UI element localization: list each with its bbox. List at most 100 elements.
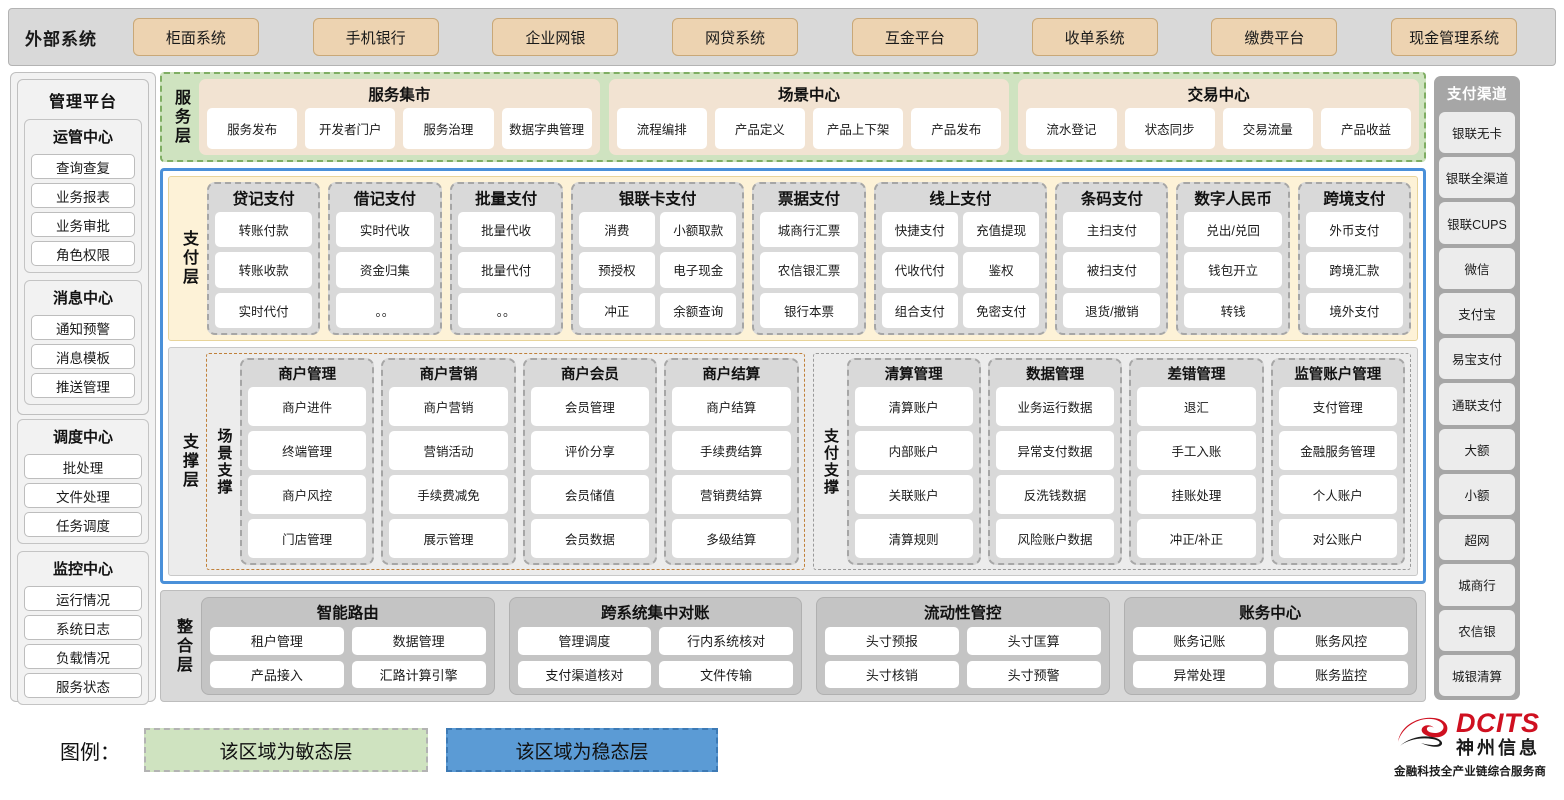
payment-item[interactable]: 充值提现	[962, 212, 1040, 248]
integration-item[interactable]: 异常处理	[1132, 660, 1267, 688]
integration-item[interactable]: 行内系统核对	[659, 627, 793, 655]
support-item[interactable]: 冲正/补正	[1137, 519, 1256, 558]
payment-item[interactable]: 组合支付	[881, 292, 958, 328]
payment-channel-item[interactable]: 支付宝	[1439, 292, 1515, 335]
service-item[interactable]: 服务治理	[403, 108, 494, 149]
payment-item[interactable]: 资金归集	[336, 252, 434, 288]
support-item[interactable]: 商户风控	[248, 475, 367, 514]
service-item[interactable]: 数据字典管理	[501, 108, 592, 149]
support-item[interactable]: 风险账户数据	[995, 519, 1115, 558]
service-item[interactable]: 产品定义	[714, 108, 806, 149]
integration-item[interactable]: 产品接入	[210, 660, 344, 688]
mgmt-item[interactable]: 通知预警	[31, 315, 135, 340]
external-system-item[interactable]: 缴费平台	[1211, 18, 1338, 56]
external-system-item[interactable]: 现金管理系统	[1391, 18, 1518, 56]
mgmt-item[interactable]: 角色权限	[31, 241, 135, 266]
payment-item[interactable]: 。。	[336, 292, 434, 328]
mgmt-item[interactable]: 运行情况	[24, 586, 142, 611]
integration-item[interactable]: 头寸核销	[825, 660, 959, 688]
payment-item[interactable]: 小额取款	[660, 212, 737, 248]
integration-item[interactable]: 头寸匡算	[966, 627, 1101, 655]
mgmt-item[interactable]: 任务调度	[24, 512, 142, 537]
payment-item[interactable]: 代收代付	[881, 252, 958, 288]
payment-item[interactable]: 农信银汇票	[760, 252, 858, 288]
service-item[interactable]: 状态同步	[1124, 108, 1215, 149]
support-item[interactable]: 终端管理	[248, 431, 367, 470]
support-item[interactable]: 退汇	[1137, 387, 1256, 426]
support-item[interactable]: 会员管理	[530, 387, 650, 426]
service-item[interactable]: 产品发布	[911, 108, 1002, 149]
support-item[interactable]: 手工入账	[1137, 431, 1256, 470]
support-item[interactable]: 支付管理	[1278, 387, 1397, 426]
support-item[interactable]: 营销费结算	[672, 475, 791, 514]
mgmt-item[interactable]: 推送管理	[31, 373, 135, 398]
payment-item[interactable]: 消费	[578, 212, 656, 248]
mgmt-item[interactable]: 批处理	[24, 454, 142, 479]
mgmt-item[interactable]: 业务审批	[31, 212, 135, 237]
payment-item[interactable]: 鉴权	[962, 252, 1040, 288]
payment-channel-item[interactable]: 小额	[1439, 473, 1515, 516]
support-item[interactable]: 挂账处理	[1137, 475, 1256, 514]
payment-channel-item[interactable]: 城银清算	[1439, 654, 1515, 697]
service-item[interactable]: 产品收益	[1320, 108, 1412, 149]
payment-channel-item[interactable]: 银联无卡	[1439, 112, 1515, 154]
mgmt-item[interactable]: 负载情况	[24, 644, 142, 669]
payment-item[interactable]: 钱包开立	[1184, 252, 1282, 288]
payment-item[interactable]: 境外支付	[1305, 292, 1404, 328]
payment-item[interactable]: 银行本票	[760, 292, 858, 328]
payment-channel-item[interactable]: 银联CUPS	[1439, 202, 1515, 244]
support-item[interactable]: 清算账户	[854, 387, 973, 426]
integration-item[interactable]: 租户管理	[210, 627, 344, 655]
mgmt-item[interactable]: 服务状态	[24, 673, 142, 698]
payment-item[interactable]: 主扫支付	[1063, 212, 1161, 248]
payment-item[interactable]: 退货/撤销	[1063, 292, 1161, 328]
integration-item[interactable]: 支付渠道核对	[517, 660, 652, 688]
support-item[interactable]: 会员储值	[530, 475, 650, 514]
integration-item[interactable]: 头寸预警	[966, 660, 1101, 688]
integration-item[interactable]: 文件传输	[659, 660, 793, 688]
payment-channel-item[interactable]: 农信银	[1439, 609, 1515, 651]
support-item[interactable]: 会员数据	[530, 519, 650, 558]
external-system-item[interactable]: 手机银行	[312, 18, 439, 56]
payment-item[interactable]: 。。	[457, 292, 555, 328]
payment-channel-item[interactable]: 银联全渠道	[1439, 157, 1515, 199]
payment-item[interactable]: 被扫支付	[1063, 252, 1161, 288]
service-item[interactable]: 服务发布	[207, 108, 298, 149]
payment-item[interactable]: 跨境汇款	[1305, 252, 1404, 288]
payment-item[interactable]: 电子现金	[660, 252, 737, 288]
integration-item[interactable]: 数据管理	[351, 627, 486, 655]
payment-channel-item[interactable]: 大额	[1439, 428, 1515, 470]
external-system-item[interactable]: 互金平台	[851, 18, 978, 56]
payment-item[interactable]: 批量代收	[457, 212, 555, 248]
payment-item[interactable]: 免密支付	[962, 292, 1040, 328]
payment-item[interactable]: 城商行汇票	[760, 212, 858, 248]
support-item[interactable]: 反洗钱数据	[995, 475, 1115, 514]
integration-item[interactable]: 账务风控	[1274, 627, 1408, 655]
external-system-item[interactable]: 网贷系统	[672, 18, 799, 56]
payment-item[interactable]: 实时代收	[336, 212, 434, 248]
integration-item[interactable]: 头寸预报	[825, 627, 959, 655]
payment-item[interactable]: 冲正	[578, 292, 656, 328]
payment-channel-item[interactable]: 通联支付	[1439, 383, 1515, 425]
payment-item[interactable]: 预授权	[578, 252, 656, 288]
payment-item[interactable]: 转账付款	[215, 212, 313, 248]
service-item[interactable]: 流水登记	[1026, 108, 1117, 149]
payment-item[interactable]: 转账收款	[215, 252, 313, 288]
support-item[interactable]: 内部账户	[854, 431, 973, 470]
payment-channel-item[interactable]: 超网	[1439, 519, 1515, 561]
support-item[interactable]: 手续费结算	[672, 431, 791, 470]
support-item[interactable]: 商户进件	[248, 387, 367, 426]
service-item[interactable]: 产品上下架	[813, 108, 904, 149]
mgmt-item[interactable]: 文件处理	[24, 483, 142, 508]
mgmt-item[interactable]: 查询查复	[31, 154, 135, 179]
payment-item[interactable]: 兑出/兑回	[1184, 212, 1282, 248]
support-item[interactable]: 关联账户	[854, 475, 973, 514]
integration-item[interactable]: 汇路计算引擎	[351, 660, 486, 688]
support-item[interactable]: 对公账户	[1278, 519, 1397, 558]
support-item[interactable]: 手续费减免	[389, 475, 508, 514]
integration-item[interactable]: 账务监控	[1274, 660, 1408, 688]
service-item[interactable]: 交易流量	[1222, 108, 1313, 149]
external-system-item[interactable]: 企业网银	[492, 18, 619, 56]
support-item[interactable]: 门店管理	[248, 519, 367, 558]
payment-item[interactable]: 批量代付	[457, 252, 555, 288]
